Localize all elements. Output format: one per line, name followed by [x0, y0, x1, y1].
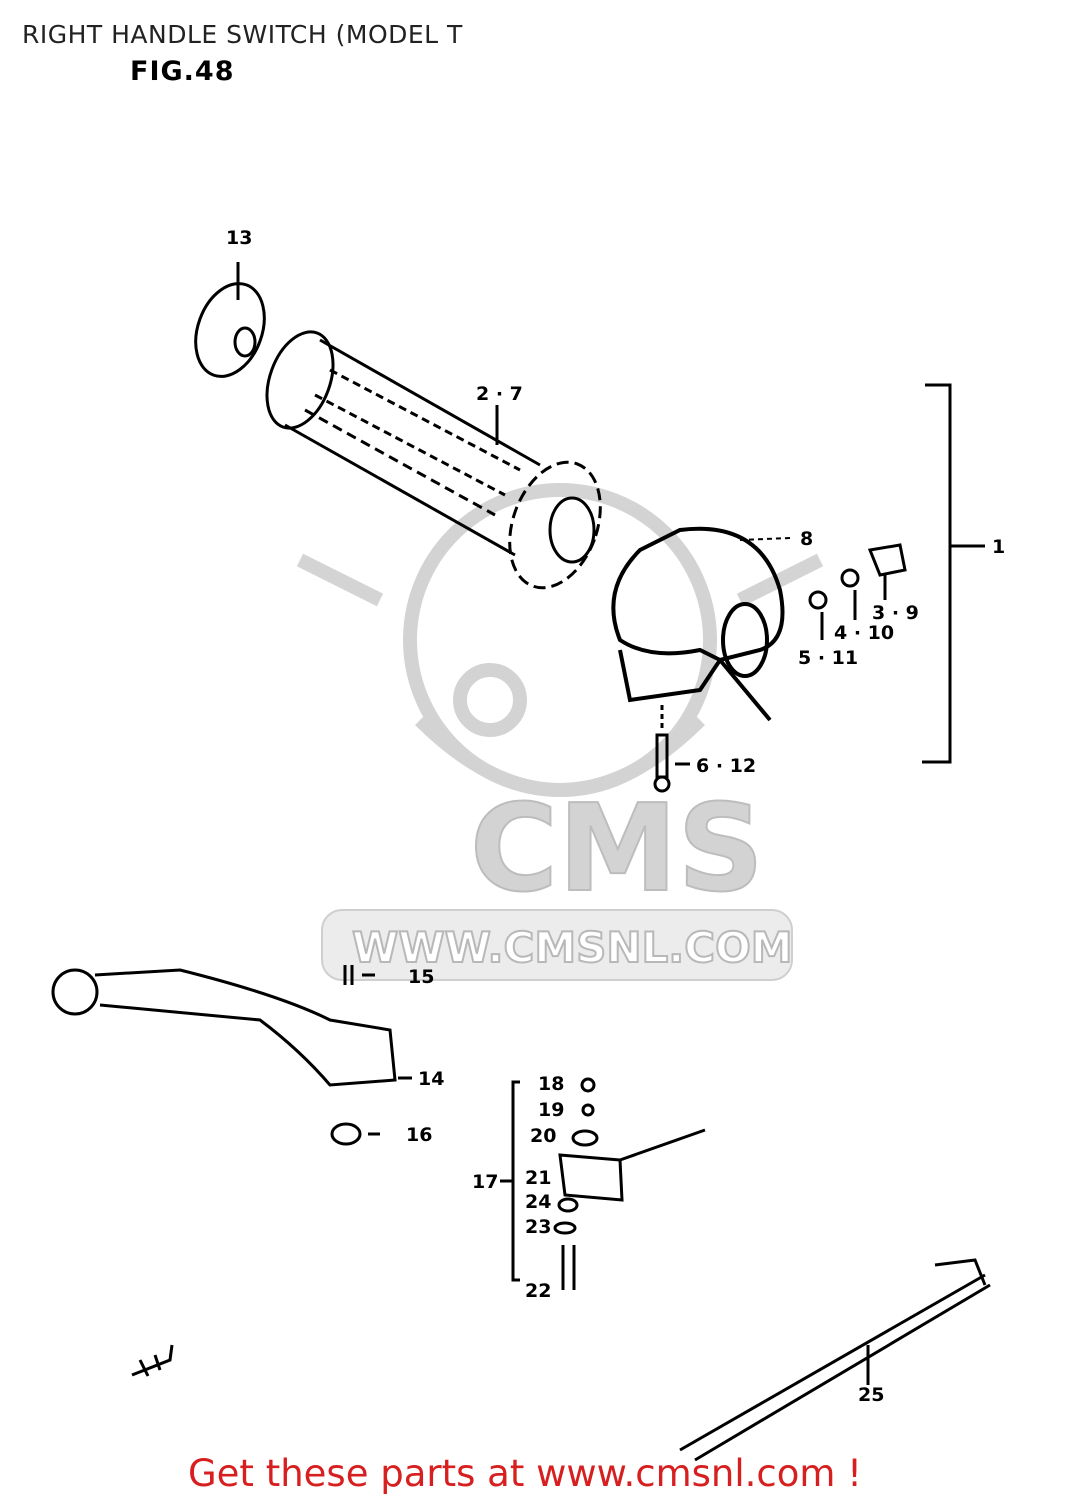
brake-cable-25: [679, 1258, 991, 1462]
callout-19: 19: [538, 1099, 565, 1121]
callout-4-10: 4 · 10: [834, 622, 895, 644]
callout-18: 18: [538, 1073, 565, 1095]
callout-16: 16: [406, 1124, 433, 1146]
callout-17: 17: [472, 1171, 499, 1193]
callout-8: 8: [800, 528, 814, 550]
figure-label: FIG.48: [130, 56, 235, 87]
switch-housing-8: [611, 526, 791, 722]
callout-1: 1: [992, 536, 1006, 558]
bracket-1: [922, 383, 985, 764]
callout-22: 22: [525, 1280, 552, 1302]
screw-6-12: [653, 705, 690, 793]
callout-15: 15: [408, 966, 435, 988]
pin-15: [343, 965, 375, 985]
callout-14: 14: [418, 1068, 445, 1090]
watermark-brand: CMS: [470, 780, 764, 919]
callout-25: 25: [858, 1384, 885, 1406]
callout-13: 13: [226, 227, 253, 249]
switch-small-parts: [808, 543, 907, 640]
direction-mark: [131, 1344, 174, 1377]
page-title: RIGHT HANDLE SWITCH (MODEL T: [22, 20, 463, 49]
callout-6-12: 6 · 12: [696, 755, 757, 777]
end-cap-13: [194, 262, 266, 378]
brake-lever-14: [51, 968, 412, 1087]
buy-parts-link[interactable]: Get these parts at www.cmsnl.com !: [188, 1452, 863, 1495]
stop-switch-17: [500, 1077, 706, 1290]
watermark-url-box: [321, 909, 793, 981]
callout-20: 20: [530, 1125, 557, 1147]
watermark-logo: [296, 483, 824, 797]
grip-2-7: [265, 330, 602, 590]
callout-5-11: 5 · 11: [798, 647, 859, 669]
callout-2-7: 2 · 7: [476, 383, 523, 405]
callout-3-9: 3 · 9: [872, 602, 919, 624]
watermark-url: WWW.CMSNL.COM: [352, 923, 793, 972]
callout-23: 23: [525, 1216, 552, 1238]
callout-21: 21: [525, 1167, 552, 1189]
nut-16: [330, 1122, 380, 1146]
callout-24: 24: [525, 1191, 552, 1213]
